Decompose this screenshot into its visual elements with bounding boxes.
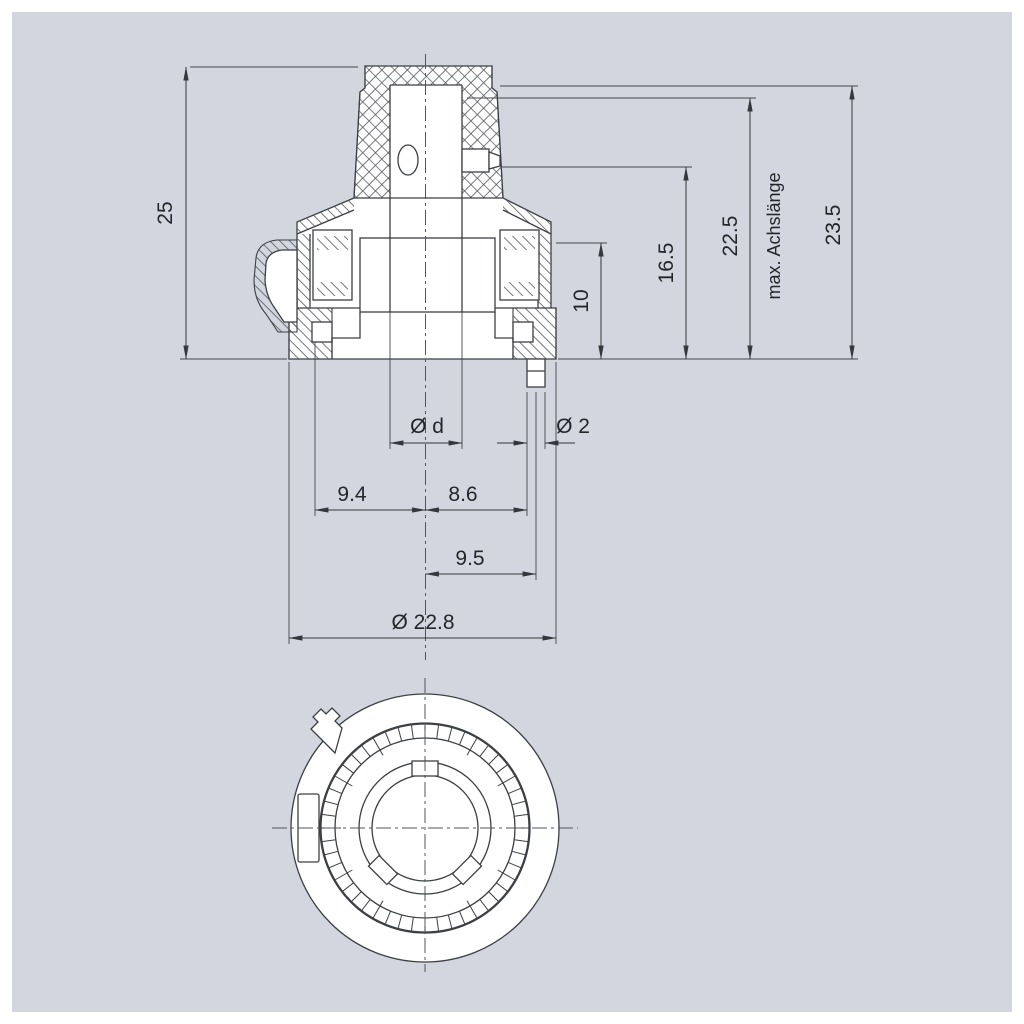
left-wing-section (297, 198, 354, 234)
section-view (253, 54, 557, 660)
dim-height-23-5: 23.5 (822, 205, 845, 246)
right-bearing-block (499, 229, 540, 301)
dim-total-height: 25 (154, 201, 177, 224)
dim-max-shaft-length: max. Achslänge (764, 172, 784, 299)
right-wing-section (503, 198, 551, 234)
pointer-clip-top (310, 707, 343, 755)
dim-offset-right: 8.6 (448, 483, 477, 506)
bushing-section (359, 237, 496, 313)
dimension-lines (183, 66, 855, 641)
dim-shaft-bore-diameter: Ø d (410, 415, 444, 438)
locating-pin (526, 358, 546, 388)
left-bearing-block (312, 229, 353, 301)
extension-lines (180, 66, 858, 644)
dim-pin-center-offset: 9.5 (455, 547, 484, 570)
pointer-clip-section (253, 239, 298, 333)
left-wall-section (297, 234, 310, 308)
dim-outer-diameter: Ø 22.8 (391, 611, 454, 634)
dimension-annotations: 25 10 16.5 22.5 max. Achslänge 23.5 Ø d … (154, 66, 858, 644)
dim-height-16-5: 16.5 (655, 243, 678, 284)
bottom-view (272, 678, 578, 972)
right-wall-section (538, 234, 551, 308)
side-screw (461, 148, 501, 173)
dim-height-22-5: 22.5 (719, 216, 742, 257)
dim-pin-diameter: Ø 2 (556, 415, 590, 438)
dim-height-10: 10 (570, 289, 593, 312)
dim-offset-left: 9.4 (337, 483, 367, 506)
set-screw-hole (397, 144, 419, 176)
